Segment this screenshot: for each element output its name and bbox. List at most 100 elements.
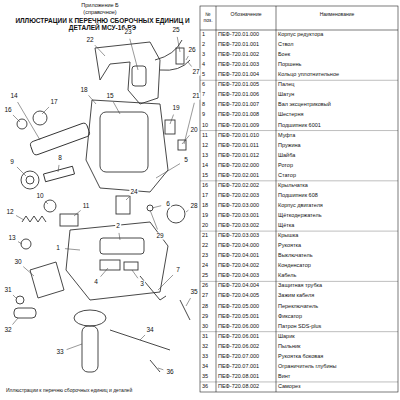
leader-line: [74, 210, 81, 216]
rear-handle: [95, 42, 160, 104]
part-code: ПЕФ-720.03.002: [218, 223, 259, 229]
position-number: 1: [202, 32, 205, 38]
position-number: 25: [202, 273, 208, 279]
part-name: Крыльчатка: [278, 183, 308, 189]
callout-number: 28: [189, 203, 198, 210]
leader-line: [188, 62, 192, 67]
callout-number: 16: [3, 107, 12, 114]
part-name: Крышка: [278, 233, 298, 239]
part-code: ПЕФ-720.04.005: [218, 293, 259, 299]
callout-number: 19: [171, 105, 180, 112]
part-name: Переключатель: [278, 304, 318, 310]
striker: [124, 262, 138, 270]
part-code: ПЕФ-720.01.003: [218, 62, 259, 68]
callout-number: 25: [171, 27, 180, 34]
part-code: ПЕФ-720.01.012: [218, 153, 259, 159]
callout-number: 1: [55, 245, 61, 252]
position-number: 14: [202, 163, 208, 169]
part-name: Пыльник: [278, 344, 301, 350]
leader-line: [23, 267, 34, 276]
part-name: Ствол: [278, 42, 294, 48]
part-name: Фиксатор: [278, 314, 302, 320]
part-code: ПЕФ-720.03.001: [218, 213, 259, 219]
leader-line: [119, 233, 120, 240]
callout-number: 9: [9, 159, 15, 166]
position-number: 10: [202, 123, 208, 129]
screw: [180, 300, 190, 320]
part-code: ПЕФ-720.06.001: [218, 334, 259, 340]
part-code: ПЕФ-720.01.000: [218, 32, 259, 38]
leader-line: [18, 242, 22, 244]
side-handle-ring: [74, 310, 106, 326]
part-name: Шарик: [278, 334, 295, 340]
position-number: 22: [202, 243, 208, 249]
part-code: ПЕФ-720.01.001: [218, 42, 259, 48]
part-code: ПЕФ-720.07.001: [218, 364, 259, 370]
cable: [155, 40, 190, 70]
callout-number: 27: [191, 69, 200, 76]
part-code: ПЕФ-720.01.008: [218, 112, 259, 118]
part-code: ПЕФ-720.04.000: [218, 243, 259, 249]
callout-number: 11: [82, 203, 91, 210]
bearing: [33, 111, 47, 125]
callout-number: 26: [187, 47, 196, 54]
part-name: Рукоятка: [278, 243, 301, 249]
part-name: Муфта: [278, 133, 295, 139]
leader-line: [152, 206, 161, 208]
leader-line: [89, 95, 96, 104]
bearing-2: [44, 200, 56, 212]
callout-number: 35: [189, 289, 198, 296]
part-name: Выключатель: [278, 253, 313, 259]
part-code: ПЕФ-720.02.003: [218, 193, 259, 199]
part-name: Зажим кабеля: [278, 293, 314, 299]
switch: [132, 66, 146, 86]
position-number: 32: [202, 344, 208, 350]
leader-line: [130, 39, 138, 70]
callout-number: 7: [175, 267, 181, 274]
part-code: ПЕФ-720.01.011: [218, 143, 259, 149]
table-header: Наименование: [277, 12, 397, 18]
position-number: 33: [202, 354, 208, 360]
part-name: Подшипник 608: [278, 193, 318, 199]
leader-line: [186, 56, 188, 60]
leader-line: [158, 368, 163, 370]
callout-number: 33: [55, 349, 64, 356]
piston: [100, 260, 120, 270]
part-name: Боек: [278, 52, 290, 58]
leader-line: [16, 215, 24, 220]
position-number: 15: [202, 173, 208, 179]
position-number: 12: [202, 143, 208, 149]
position-number: 21: [202, 233, 208, 239]
callout-number: 6: [165, 201, 171, 208]
callout-number: 5: [183, 157, 189, 164]
leader-line: [95, 45, 105, 56]
part-name: Защитная трубка: [278, 283, 322, 289]
part-code: ПЕФ-720.06.000: [218, 324, 259, 330]
leader-line: [126, 197, 129, 200]
leader-line: [158, 275, 173, 290]
position-number: 30: [202, 324, 208, 330]
footer-note: Иллюстрации к перечню сборочных единиц и…: [6, 388, 132, 393]
position-number: 2: [202, 42, 205, 48]
cable-sleeve: [176, 48, 184, 64]
motor-housing: [86, 100, 168, 192]
table-header: № поз.: [201, 12, 215, 23]
part-code: ПЕФ-720.05.001: [218, 314, 259, 320]
part-name: Рукоятка боковая: [278, 354, 323, 360]
part-code: ПЕФ-720.01.009: [218, 123, 259, 129]
part-name: Кольцо уплотнительное: [278, 72, 339, 78]
part-name: Корпус двигателя: [278, 203, 323, 209]
part-name: Шестерня: [278, 112, 303, 118]
position-number: 24: [202, 263, 208, 269]
part-code: ПЕФ-720.01.004: [218, 72, 259, 78]
position-number: 36: [202, 384, 208, 390]
position-number: 8: [202, 102, 205, 108]
callout-number: 13: [7, 235, 16, 242]
position-number: 29: [202, 314, 208, 320]
leader-line: [12, 318, 18, 325]
part-code: ПЕФ-720.05.000: [218, 304, 259, 310]
callout-number: 10: [35, 193, 44, 200]
leader-line: [13, 295, 16, 298]
callout-number: 2: [115, 223, 121, 230]
